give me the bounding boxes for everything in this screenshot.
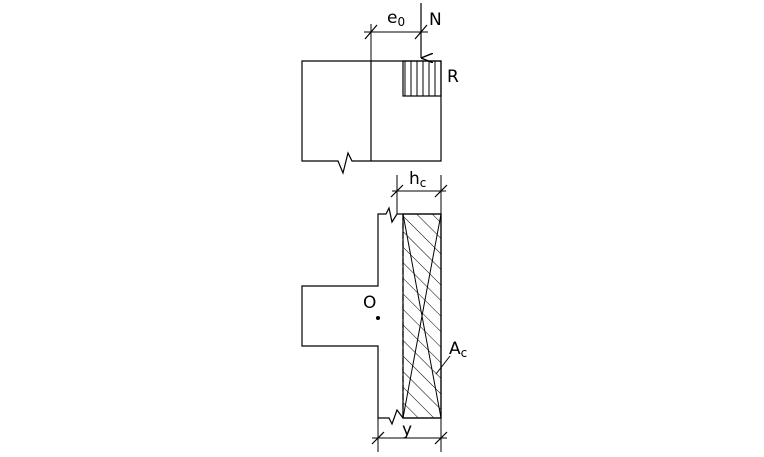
bearing-zone-label: R <box>447 67 459 87</box>
diagonal-2 <box>402 213 442 419</box>
plan-view: hc O Ac y <box>301 169 467 452</box>
eccentricity-dimension: e0 <box>364 8 428 61</box>
section-outline <box>301 206 442 426</box>
bearing-zone <box>402 60 442 97</box>
height-label: hc <box>409 169 426 190</box>
height-dimension: hc <box>390 169 448 214</box>
centroid-point <box>376 316 380 320</box>
area-label: Ac <box>449 339 467 360</box>
force-label: N <box>429 10 442 30</box>
eccentricity-label: e0 <box>387 8 405 29</box>
centroid-label: O <box>363 293 376 313</box>
area-leader <box>435 355 451 375</box>
depth-label: y <box>402 420 412 440</box>
depth-dimension: y <box>371 418 448 452</box>
elevation-view: R N e0 <box>301 3 459 175</box>
